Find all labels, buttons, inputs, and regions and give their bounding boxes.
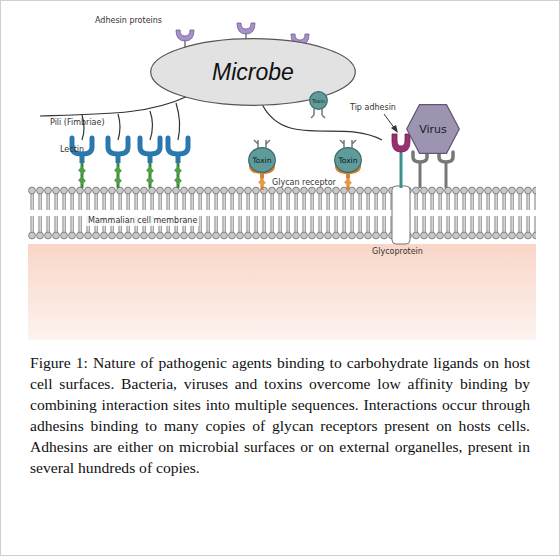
lectins	[72, 138, 188, 188]
cytoplasm-band	[28, 244, 536, 340]
node-shape	[249, 148, 276, 173]
node-label: Toxin	[334, 147, 362, 173]
node-shape	[407, 105, 460, 154]
node-label: Toxin	[309, 91, 328, 110]
node-shape	[335, 148, 362, 173]
node-label: Virus	[406, 104, 460, 154]
toxin-circle: Toxin	[334, 147, 362, 173]
part-label: Mammalian cell membrane	[86, 216, 199, 226]
tip-adhesin-arrow	[384, 114, 398, 133]
virus-hexagon: Virus	[406, 104, 460, 154]
virus-receptors	[413, 152, 453, 188]
part-label: Pili (Fimbriae)	[50, 119, 105, 127]
node-label: Toxin	[248, 147, 276, 173]
part-label: Tip adhesin	[350, 104, 396, 112]
part-label: Glycan receptor	[272, 179, 336, 187]
toxin-circle: Toxin	[248, 147, 276, 173]
part-label: Adhesin proteins	[95, 17, 162, 25]
toxin-circle: Toxin	[309, 91, 328, 110]
toxin-tails	[254, 109, 356, 148]
part-label: Lectin	[60, 146, 84, 154]
figure-caption: Figure 1: Nature of pathogenic agents bi…	[30, 352, 530, 478]
lipid-bilayer	[28, 186, 536, 240]
part-label: Glycoprotein	[372, 248, 423, 256]
node-shape	[310, 92, 328, 110]
glycoprotein	[392, 134, 410, 244]
